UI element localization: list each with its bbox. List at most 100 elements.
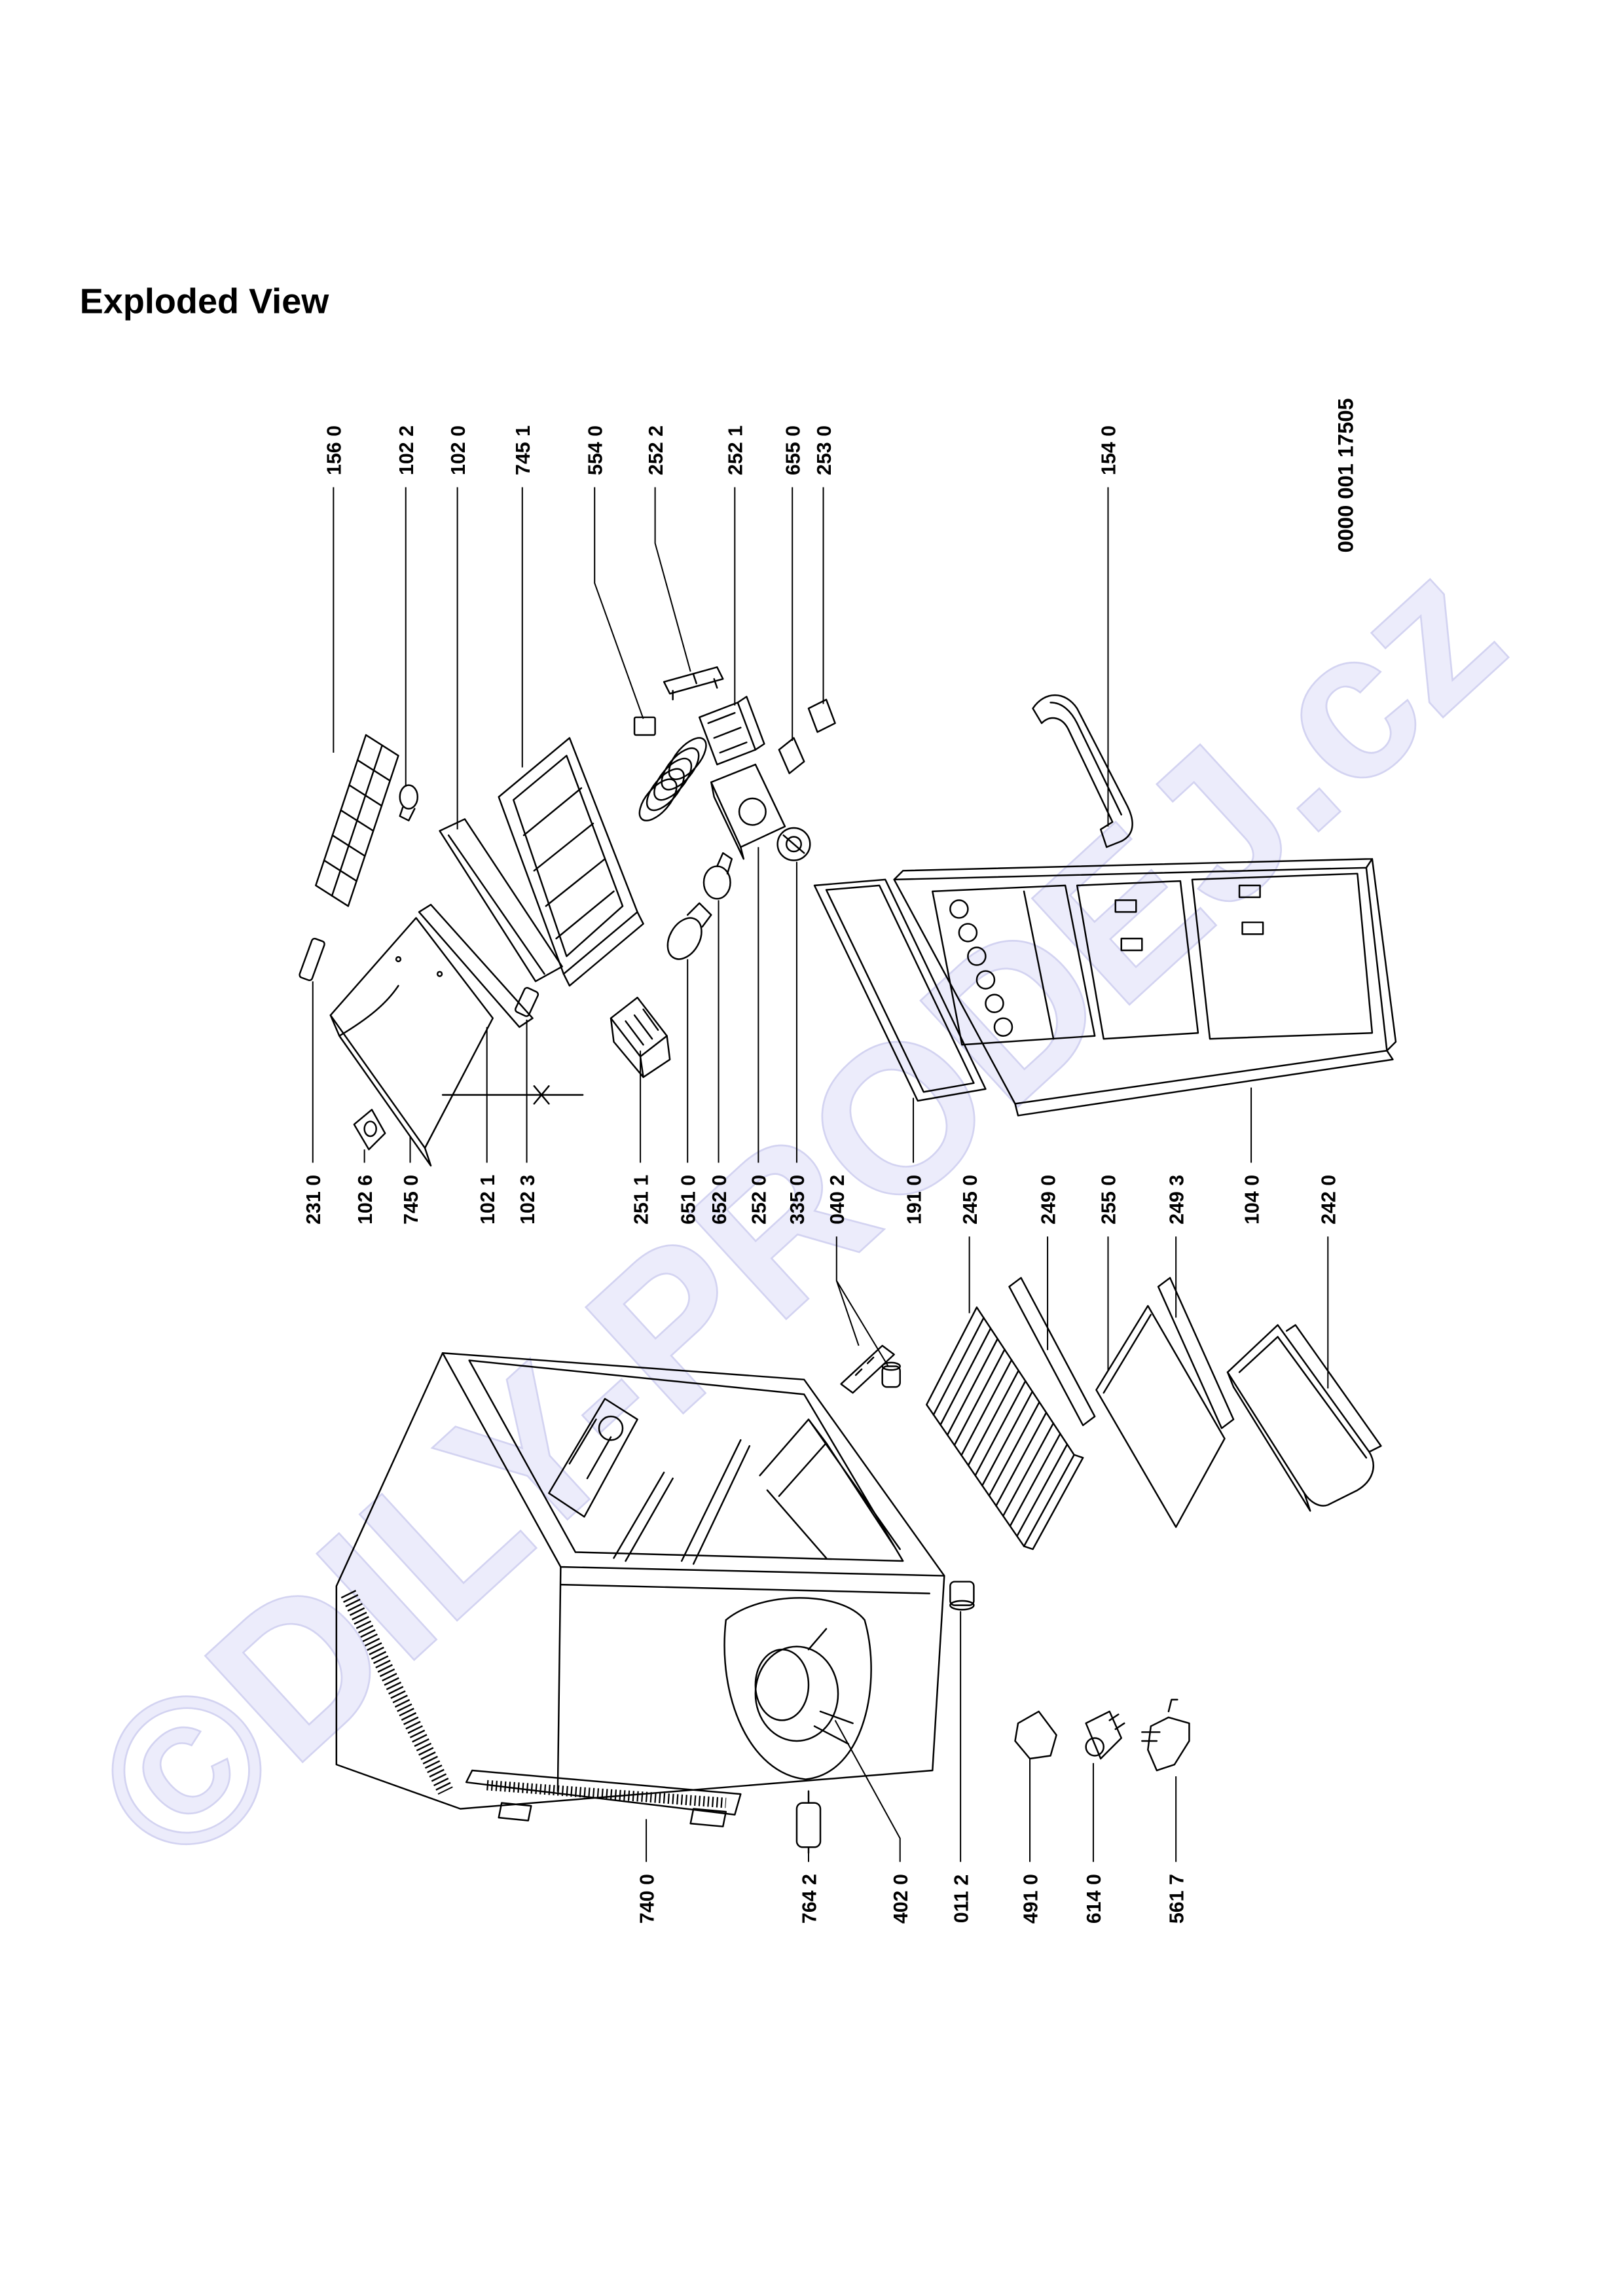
crisper-compartment	[759, 1418, 901, 1559]
hinge-pin-head	[399, 784, 419, 810]
part-label-554-0: 554 0	[584, 425, 606, 475]
door-bin-tab	[1238, 884, 1261, 899]
cover-plate-edge	[447, 834, 545, 975]
door-gasket-outline	[813, 878, 987, 1102]
egg-cup	[967, 946, 987, 966]
thermostat-housing-outline	[710, 763, 786, 848]
condenser-outline	[465, 1769, 742, 1816]
condenser-foot	[498, 1802, 532, 1821]
thermostat-clip	[778, 737, 805, 774]
condenser	[465, 1769, 742, 1827]
part-drawings	[299, 666, 1397, 1854]
thermostat-housing	[710, 763, 786, 860]
crisper-drawer-outline	[1226, 1324, 1374, 1507]
door-bin-middle	[1076, 880, 1199, 1040]
upper-hinge-pin-top	[881, 1361, 901, 1371]
egg-cup	[976, 970, 996, 990]
dryer-filter-body	[795, 1802, 822, 1848]
lamp-socket-body	[702, 865, 731, 900]
lower-hinge	[353, 1109, 386, 1151]
upper-hinge	[840, 1344, 901, 1394]
wire-shelf-wires	[932, 1317, 1068, 1537]
light-bulb-base	[686, 902, 712, 928]
thermostat-housing-edge	[710, 781, 745, 860]
part-label-491-0: 491 0	[1019, 1874, 1042, 1924]
part-label-651-0: 651 0	[677, 1175, 699, 1225]
starter-relay	[1085, 1710, 1125, 1760]
internal-thermostat	[548, 1397, 638, 1518]
part-label-252-0: 252 0	[748, 1175, 771, 1225]
relay-cover	[1014, 1710, 1057, 1760]
part-label-102-0: 102 0	[447, 425, 469, 475]
ice-tray-grid	[323, 744, 391, 897]
thermostat-bracket-outline	[663, 666, 724, 695]
part-label-335-0: 335 0	[786, 1175, 809, 1225]
light-bulb-glass	[666, 917, 702, 960]
cabinet-front-edge	[441, 1352, 945, 1792]
shelf-trim-upper	[1008, 1277, 1096, 1426]
cabinet-opening	[468, 1359, 904, 1562]
thermostat-spring	[633, 716, 707, 821]
leader-line-554-0	[594, 487, 644, 719]
overload-protector-body	[1147, 1716, 1190, 1772]
part-label-614-0: 614 0	[1083, 1874, 1105, 1924]
part-label-252-1: 252 1	[725, 425, 747, 475]
egg-cup	[993, 1017, 1013, 1037]
part-label-102-3: 102 3	[517, 1175, 539, 1225]
thermostat-knob-grip	[782, 834, 805, 854]
starter-relay-terminal	[1085, 1737, 1104, 1757]
part-label-102-1: 102 1	[477, 1175, 499, 1225]
door-egg-rack	[932, 884, 1096, 1046]
egg-cup	[958, 923, 978, 942]
condenser-tubes	[486, 1780, 727, 1808]
part-label-102-6: 102 6	[354, 1175, 376, 1225]
internal-thermostat-dial	[598, 1415, 624, 1441]
cabinet-base-edge	[560, 1583, 931, 1594]
lamp-cover-side	[610, 1017, 671, 1079]
capillary-tube	[441, 1085, 584, 1105]
wire-shelf-rim	[1023, 1454, 1084, 1551]
lamp-cover	[610, 996, 671, 1079]
small-clip	[515, 986, 539, 1017]
shelf-rails	[613, 1439, 751, 1565]
egg-cup	[949, 899, 969, 919]
leader-lines	[312, 487, 1329, 1862]
bottom-part-labels: 740 0 764 2 402 0 011 2 491 0 614 0 561 …	[636, 1874, 1188, 1924]
wire-shelf	[926, 1306, 1084, 1551]
door-gasket	[813, 878, 987, 1102]
middle-part-labels: 231 0 102 6 745 0 102 1 102 3 251 1 651 …	[302, 1175, 1340, 1225]
glass-shelf-edge	[1103, 1314, 1152, 1394]
part-label-561-7: 561 7	[1165, 1874, 1188, 1924]
egg-cup	[985, 994, 1004, 1013]
overload-protector	[1141, 1698, 1190, 1772]
door-bin-tab	[1114, 899, 1137, 913]
hinge-pin-shaft	[399, 806, 416, 821]
compressor	[723, 1597, 872, 1780]
shelf-trim-lower	[1157, 1277, 1235, 1429]
adjustable-foot-body	[949, 1581, 975, 1606]
door-handle	[1032, 694, 1133, 848]
freezer-compartment	[329, 917, 584, 1167]
glass-shelf	[1095, 1304, 1226, 1528]
light-bulb	[666, 902, 712, 960]
drip-tray	[498, 737, 644, 987]
cover-plate	[439, 818, 563, 982]
hinge-pin	[399, 784, 419, 821]
part-label-191-0: 191 0	[903, 1175, 925, 1225]
dryer-filter	[795, 1790, 822, 1854]
overload-protector-pins	[1141, 1698, 1178, 1742]
document-number: 0000 001 17505	[1334, 398, 1358, 552]
compressor-body	[754, 1645, 839, 1742]
part-label-040-2: 040 2	[826, 1175, 848, 1225]
part-label-104-0: 104 0	[1241, 1175, 1263, 1225]
trim-strip	[418, 903, 534, 1028]
freezer-screw	[436, 971, 443, 977]
door-bin-tab	[1241, 921, 1264, 935]
part-label-740-0: 740 0	[636, 1874, 658, 1924]
part-label-655-0: 655 0	[782, 425, 804, 475]
condenser-foot	[689, 1808, 727, 1827]
leader-line-040-2	[835, 1236, 889, 1367]
part-label-154-0: 154 0	[1098, 425, 1120, 475]
thermostat-knob-inner	[785, 836, 802, 853]
starter-relay-body	[1085, 1710, 1123, 1760]
